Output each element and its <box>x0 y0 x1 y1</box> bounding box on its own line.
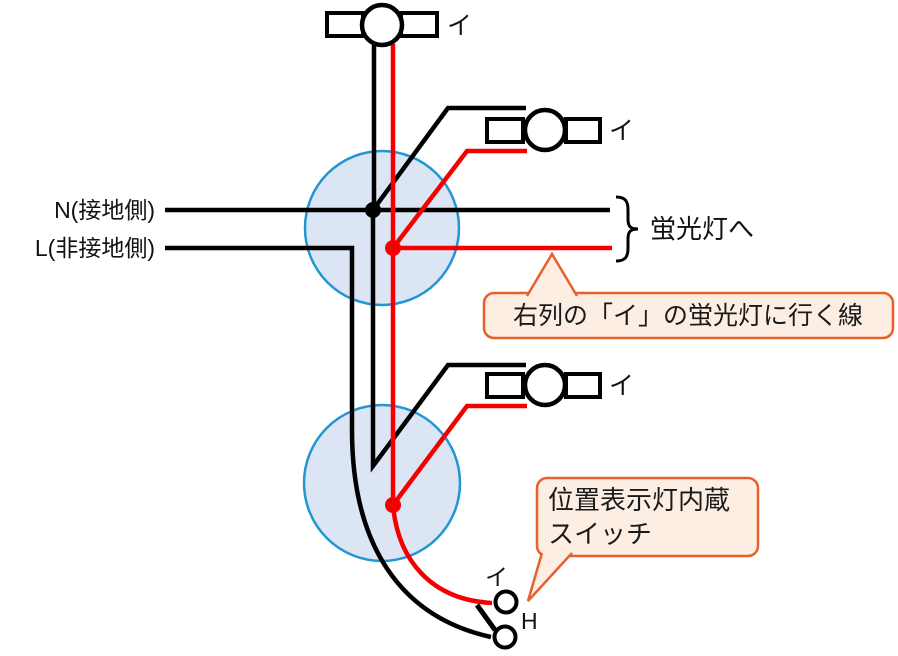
lamp-right-upper-switched-lead <box>391 148 527 250</box>
lamp-tube-right <box>564 372 602 399</box>
switch-circuit-label: イ <box>485 564 508 590</box>
switched-junction-dot-lower <box>385 497 401 513</box>
callout-tail <box>527 254 577 296</box>
labels: N(接地側) L(非接地側) 蛍光灯へ イ イ イ イ H <box>35 12 754 634</box>
callout-switch-note: 位置表示灯内蔵 スイッチ <box>526 476 760 602</box>
switch-terminal-bottom <box>492 624 518 650</box>
lamp-tube-left <box>325 11 365 38</box>
callout-switch-text-line1: 位置表示灯内蔵 <box>548 485 730 515</box>
live-line-label: L(非接地側) <box>35 235 155 261</box>
callout-red-wire-note: 右列の「イ」の蛍光灯に行く線 <box>482 251 895 340</box>
junction-dots <box>365 202 401 513</box>
callout-red-wire-text: 右列の「イ」の蛍光灯に行く線 <box>513 302 863 330</box>
neutral-junction-dot <box>365 202 381 218</box>
switched-live-wires <box>390 44 612 606</box>
fluorescent-lamp-right-upper <box>485 107 602 153</box>
pilot-lamp-switch <box>474 589 519 650</box>
junction-boxes <box>302 149 462 563</box>
switch-type-label: H <box>521 608 538 634</box>
fluorescent-lamp-top <box>325 2 439 48</box>
lamp-right-upper-neutral-lead <box>371 105 526 212</box>
lamp-tube-left <box>485 117 525 144</box>
callout-box <box>535 476 760 558</box>
neutral-line-label: N(接地側) <box>54 197 155 223</box>
switch-terminal-top <box>493 589 519 615</box>
switch-lever <box>474 603 498 632</box>
lamp-tube-right <box>399 11 439 38</box>
branch-brace <box>615 195 639 263</box>
lamp-tube-right <box>564 117 602 144</box>
fluorescent-lamp-right-lower <box>485 362 602 408</box>
callout-box <box>482 291 895 340</box>
lamp-right-lower-label: イ <box>609 372 634 400</box>
lamp-body <box>522 107 568 153</box>
switch-return-wire <box>390 504 493 606</box>
junction-box-upper <box>303 149 461 307</box>
junction-box-lower <box>302 403 462 563</box>
lamp-right-upper-label: イ <box>609 117 634 145</box>
callout-tail-border <box>525 251 579 297</box>
callout-switch-text-line2: スイッチ <box>548 519 652 549</box>
branch-destination-label: 蛍光灯へ <box>650 214 754 244</box>
lamp-body <box>522 362 568 408</box>
switched-junction-dot-upper <box>385 240 401 256</box>
callout-tail-border <box>526 552 573 602</box>
lamp-right-lower-neutral-lead <box>370 210 526 473</box>
neutral-and-live-wires <box>165 44 610 640</box>
lamp-tube-left <box>485 372 525 399</box>
lamp-body <box>359 2 405 48</box>
lamp-top-label: イ <box>447 12 472 40</box>
lamp-right-lower-switched-lead <box>391 403 527 507</box>
live-feed-wire-to-switch <box>165 245 492 640</box>
